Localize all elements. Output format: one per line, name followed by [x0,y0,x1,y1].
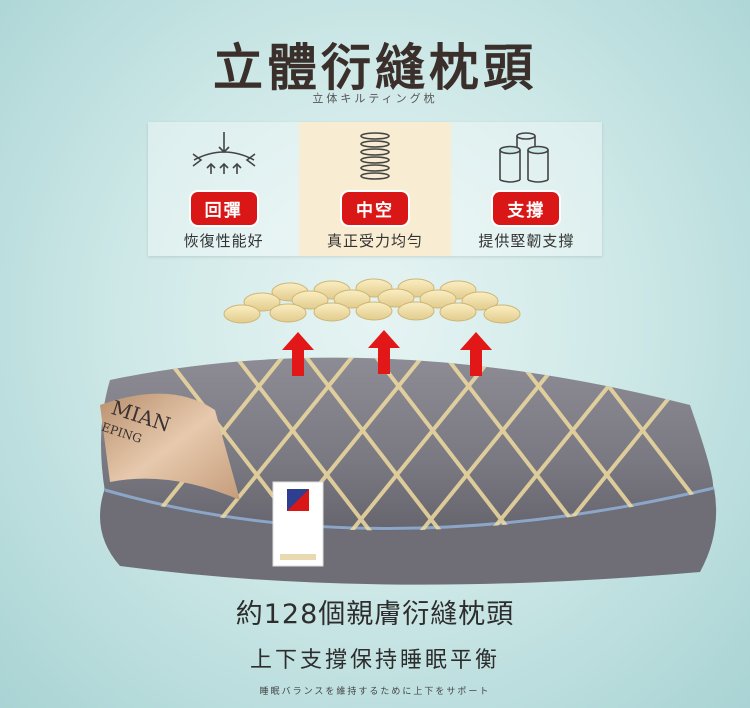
desc-hollow: 真正受力均勻 [326,232,423,250]
feature-rebound: 回彈 恢復性能好 [148,122,299,256]
brand-ribbon [100,393,240,500]
cylinders-icon [499,132,550,183]
headline-count: 約128個親膚衍縫枕頭 [235,599,515,630]
pillow-illustration: MIAN EPING [100,278,717,585]
page-subtitle: 立体キルティング枕 [312,92,438,105]
feature-panel: 回彈 恢復性能好 中空 真正受力均勻 [148,122,602,256]
badge-support: 支撐 [493,192,560,225]
pillow: MIAN EPING [100,357,717,585]
feature-hollow: 中空 真正受力均勻 [299,122,451,256]
desc-support: 提供堅韌支撐 [478,232,575,250]
arrow-up-icon-2 [368,330,400,374]
page-title: 立體衍縫枕頭 [213,38,537,97]
support-arrows [282,330,492,376]
arrow-up-icon-1 [282,332,314,376]
compress-arrows-icon [192,132,256,174]
badge-rebound: 回彈 [190,192,257,225]
caption-japanese: 睡眠バランスを維持するために上下をサポート [259,687,491,697]
spring-coil-icon [360,132,390,180]
fiber-cluster [223,278,521,324]
feature-support: 支撐 提供堅韌支撐 [451,122,602,256]
badge-hollow: 中空 [341,192,408,225]
headline-balance: 上下支撐保持睡眠平衡 [249,648,500,673]
desc-rebound: 恢復性能好 [183,232,264,250]
arrow-up-icon-3 [460,332,492,376]
